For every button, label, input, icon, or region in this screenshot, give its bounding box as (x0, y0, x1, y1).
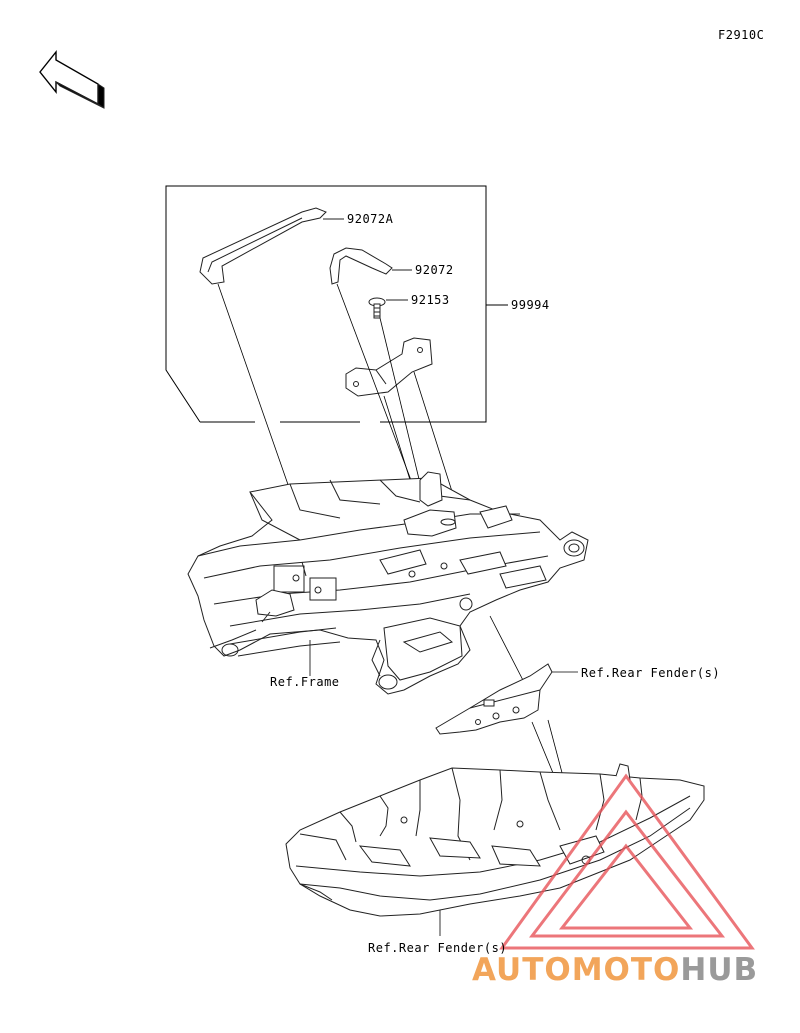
bracket-plate-part (345, 337, 433, 397)
watermark-text-primary: AUTOMOTO (472, 952, 681, 988)
watermark-triangle-icon (499, 773, 755, 950)
label-92072: 92072 (415, 263, 454, 277)
front-arrow-icon (39, 50, 105, 109)
watermark-logo: AUTOMOTOHUB (472, 952, 758, 988)
bolt-92153-part (368, 297, 408, 319)
kit-bracket-outline (165, 185, 508, 423)
watermark-text-secondary: HUB (680, 952, 759, 988)
frame-assembly (187, 471, 589, 695)
rear-fender-assembly (285, 763, 705, 917)
label-ref-frame: Ref.Frame (270, 675, 340, 689)
label-ref-rear-fender-lower: Ref.Rear Fender(s) (368, 941, 508, 955)
figure-code: F2910C (718, 28, 765, 42)
label-99994: 99994 (511, 298, 550, 312)
strap-92072-part (329, 247, 412, 285)
label-92153: 92153 (411, 293, 450, 307)
rear-fender-bracket (435, 663, 553, 735)
label-ref-rear-fender-upper: Ref.Rear Fender(s) (581, 666, 721, 680)
label-92072a: 92072A (347, 212, 394, 226)
strap-92072a-part (199, 207, 344, 285)
